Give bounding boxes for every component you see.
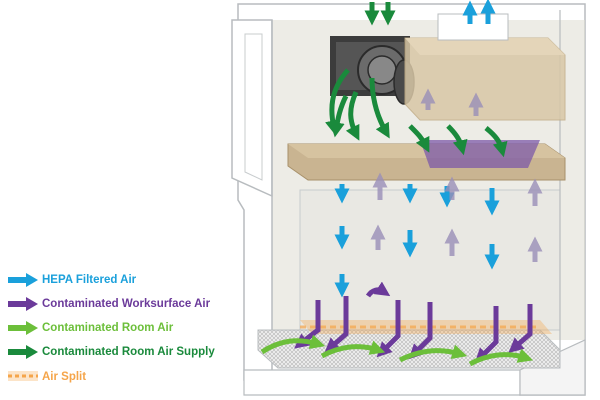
legend-label: HEPA Filtered Air <box>42 274 137 286</box>
arrow-icon <box>8 345 38 359</box>
arrow-icon <box>8 321 38 335</box>
room-air-arrows <box>260 334 534 367</box>
dashed-band-icon <box>8 371 38 381</box>
return-air-arrows <box>370 88 543 262</box>
legend: HEPA Filtered Air Contaminated Worksurfa… <box>6 268 256 388</box>
room-air-supply-arrows <box>325 2 508 158</box>
legend-label: Contaminated Room Air Supply <box>42 346 215 358</box>
legend-label: Contaminated Room Air <box>42 322 174 334</box>
legend-item-contaminated-worksurface-air: Contaminated Worksurface Air <box>6 292 256 316</box>
worksurface-air-arrows <box>294 281 533 364</box>
arrow-icon <box>8 297 38 311</box>
supply-hepa-filter <box>287 140 566 181</box>
legend-item-air-split: Air Split <box>6 364 256 388</box>
legend-item-contaminated-room-air-supply: Contaminated Room Air Supply <box>6 340 256 364</box>
legend-item-contaminated-room-air: Contaminated Room Air <box>6 316 256 340</box>
legend-label: Contaminated Worksurface Air <box>42 298 211 310</box>
exhaust-hepa-duct <box>404 13 566 121</box>
hepa-filtered-air-arrows <box>334 0 500 298</box>
arrow-icon <box>8 273 38 287</box>
legend-label: Air Split <box>42 371 87 383</box>
legend-item-hepa-filtered-air: HEPA Filtered Air <box>6 268 256 292</box>
